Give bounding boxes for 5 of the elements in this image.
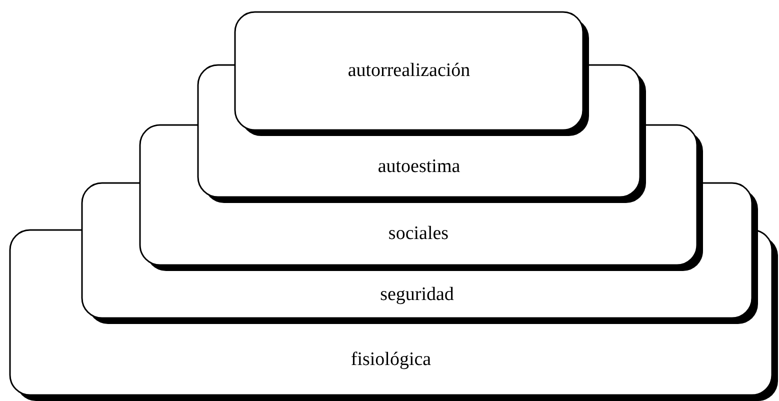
- level-label: autoestima: [378, 156, 460, 178]
- level-label: autorrealización: [348, 60, 470, 82]
- level-label: sociales: [388, 223, 449, 245]
- level-label: fisiológica: [350, 348, 432, 370]
- level-label: seguridad: [380, 284, 454, 306]
